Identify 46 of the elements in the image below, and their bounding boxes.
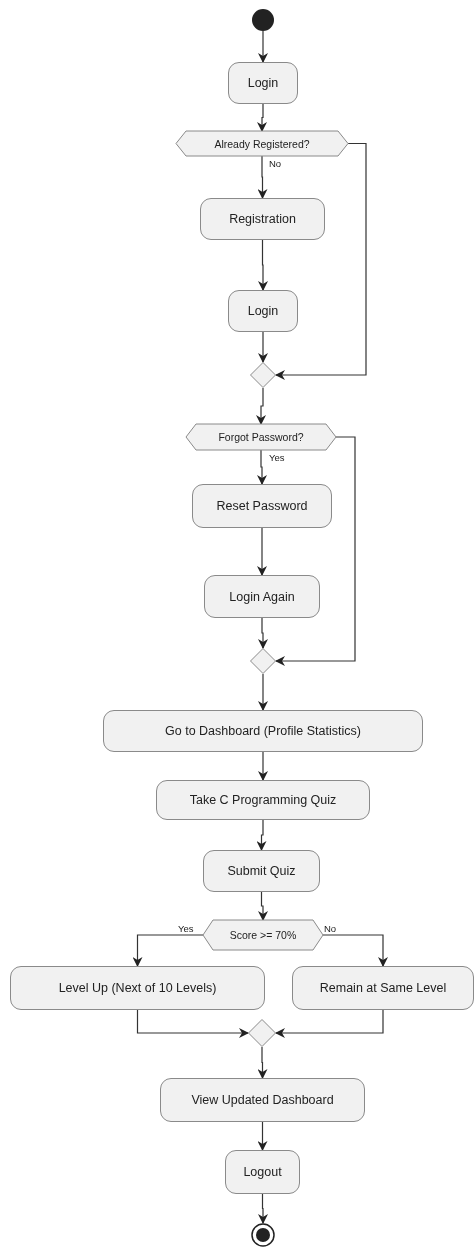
- start-node: [252, 9, 274, 31]
- arrow: [258, 30, 268, 63]
- arrow: [258, 239, 268, 291]
- arrow: [322, 934, 388, 967]
- arrow: [258, 751, 268, 781]
- arrow: [257, 155, 268, 199]
- arrow: [257, 449, 267, 485]
- edge-label: Yes: [177, 923, 195, 934]
- arrow: [258, 331, 268, 363]
- merge-diamond: [248, 1019, 276, 1047]
- edge-label: Yes: [268, 452, 286, 463]
- activity-box: Login: [228, 62, 298, 104]
- activity-box: Take C Programming Quiz: [156, 780, 370, 820]
- activity-box: Login Again: [204, 575, 320, 618]
- decision-text: Score >= 70%: [229, 929, 297, 941]
- activity-box: Logout: [225, 1150, 300, 1194]
- arrow: [258, 1193, 268, 1224]
- arrow: [258, 673, 268, 711]
- activity-box: Registration: [200, 198, 325, 240]
- arrow: [275, 142, 367, 380]
- arrow: [257, 527, 267, 576]
- edge-label: No: [268, 158, 283, 169]
- decision-text: Already Registered?: [214, 137, 310, 150]
- edge-label: No: [323, 923, 338, 934]
- arrow: [257, 103, 267, 132]
- decision-text: Forgot Password?: [218, 431, 304, 443]
- activity-box: Reset Password: [192, 484, 332, 528]
- activity-box: Login: [228, 290, 298, 332]
- arrow: [132, 934, 204, 967]
- activity-box: Remain at Same Level: [292, 966, 474, 1010]
- activity-box: Submit Quiz: [203, 850, 320, 892]
- arrow: [275, 436, 356, 666]
- arrow: [256, 819, 267, 851]
- merge-diamond: [250, 362, 276, 388]
- activity-box: Level Up (Next of 10 Levels): [10, 966, 265, 1010]
- arrow: [256, 387, 266, 425]
- merge-diamond: [250, 648, 276, 674]
- arrow: [257, 1121, 268, 1151]
- activity-box: Go to Dashboard (Profile Statistics): [103, 710, 423, 752]
- end-node: [251, 1223, 275, 1247]
- arrow: [257, 1046, 268, 1079]
- activity-box: View Updated Dashboard: [160, 1078, 365, 1122]
- arrow: [275, 1009, 384, 1038]
- arrow: [258, 617, 268, 649]
- arrow: [258, 891, 268, 921]
- arrow: [136, 1009, 249, 1038]
